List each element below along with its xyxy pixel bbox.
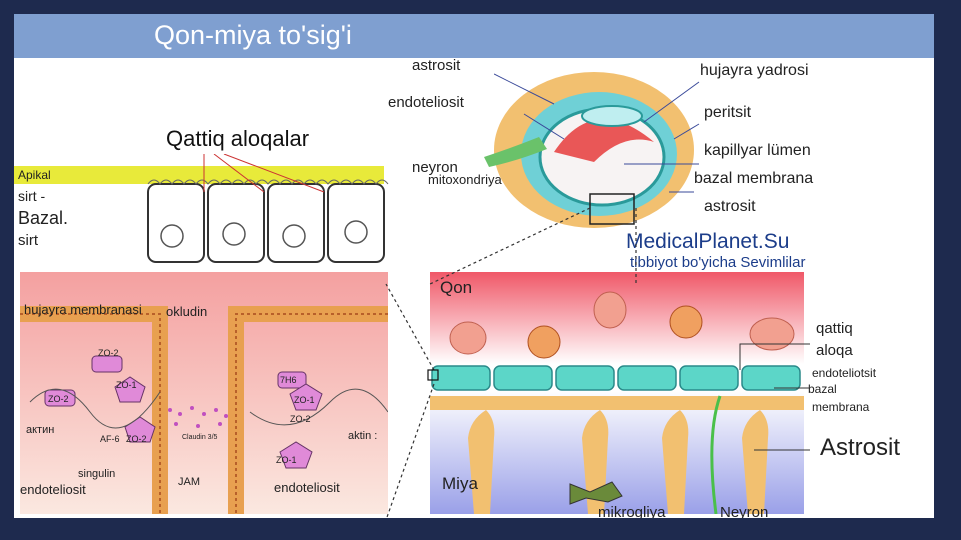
- barrier-label-tight-1: qattiq: [816, 320, 853, 337]
- barrier-label-blood: Qon: [440, 278, 473, 297]
- watermark-site: MedicalPlanet.Su: [626, 230, 790, 253]
- junction-label-actin-right: aktin :: [348, 430, 378, 442]
- tight-junction-heading: Qattiq aloqalar: [166, 126, 310, 151]
- barrier-label-tight-2: aloqa: [816, 342, 853, 359]
- junction-label-zo2-a: ZO-2: [98, 348, 119, 358]
- barrier-drawing: [430, 272, 804, 514]
- barrier-label-microglia: mikrogliya: [598, 504, 666, 518]
- capillary-label-nucleus: hujayra yadrosi: [700, 62, 809, 79]
- junction-label-zo1-c: ZO-1: [276, 455, 297, 465]
- barrier-label-neuron: Neyron: [720, 504, 769, 518]
- surface-label-1: sirt -: [18, 188, 46, 204]
- junction-label-zo1-b: ZO-1: [294, 395, 315, 405]
- capillary-label-basal-membrane: bazal membrana: [694, 170, 814, 187]
- capillary-label-astrocyte-bottom: astrosit: [704, 198, 756, 215]
- barrier-leader-lines: [739, 343, 810, 451]
- capillary-label-mitochondria: mitoxondriya: [428, 172, 502, 187]
- capillary-label-astrocyte-top: astrosit: [412, 57, 461, 74]
- junction-label-endothelial-right: endoteliosit: [274, 480, 340, 495]
- junction-label-cingulin: singulin: [78, 468, 116, 480]
- apical-label: Apikal: [18, 168, 51, 182]
- junction-label-af6: AF-6: [100, 434, 120, 444]
- capillary-drawing: [484, 72, 694, 228]
- junction-label-zo2-d: ZO-2: [126, 434, 147, 444]
- junction-label-claudin: Claudin 3/5: [182, 434, 218, 441]
- slide-title: Qon-miya to'sig'i: [154, 20, 352, 50]
- surface-label-2: sirt: [18, 232, 38, 249]
- junction-label-jam: JAM: [178, 476, 200, 488]
- junction-label-occludin: okludin: [166, 304, 208, 319]
- capillary-label-pericyte: peritsit: [704, 104, 752, 121]
- barrier-label-membrane: membrana: [812, 400, 870, 414]
- epithelial-cells-drawing: [147, 154, 389, 263]
- junction-drawing: [20, 272, 388, 514]
- junction-label-zo2-c: ZO-2: [48, 394, 69, 404]
- slide-footer-band: [0, 518, 961, 540]
- title-bar: [14, 14, 934, 58]
- capillary-label-neuron: neyron: [412, 159, 458, 176]
- junction-label-actin-left: актин: [26, 424, 55, 436]
- junction-label-7h6: 7H6: [280, 375, 297, 385]
- watermark-tagline: tibbiyot bo'yicha Sevimlilar: [630, 254, 806, 271]
- barrier-label-basal: bazal: [808, 382, 837, 396]
- capillary-label-endothelial: endoteliosit: [388, 94, 464, 111]
- barrier-label-astrocyte: Astrosit: [820, 434, 901, 461]
- capillary-label-lumen: kapillyar lümen: [704, 142, 811, 159]
- barrier-label-brain: Miya: [442, 474, 478, 493]
- slide: Qon-miya to'sig'i Qattiq aloqalar Apikal…: [14, 14, 934, 518]
- junction-label-cell-membrane: hujayra membranasi: [24, 302, 142, 317]
- junction-label-zo2-b: ZO-2: [290, 414, 311, 424]
- junction-label-zo1-a: ZO-1: [116, 380, 137, 390]
- basal-label: Bazal.: [18, 208, 69, 228]
- junction-label-endothelial-left: endoteliosit: [20, 482, 86, 497]
- barrier-label-endothelial: endoteliotsit: [812, 366, 877, 380]
- zoom-connectors: [385, 207, 637, 518]
- capillary-leader-lines: [494, 73, 700, 193]
